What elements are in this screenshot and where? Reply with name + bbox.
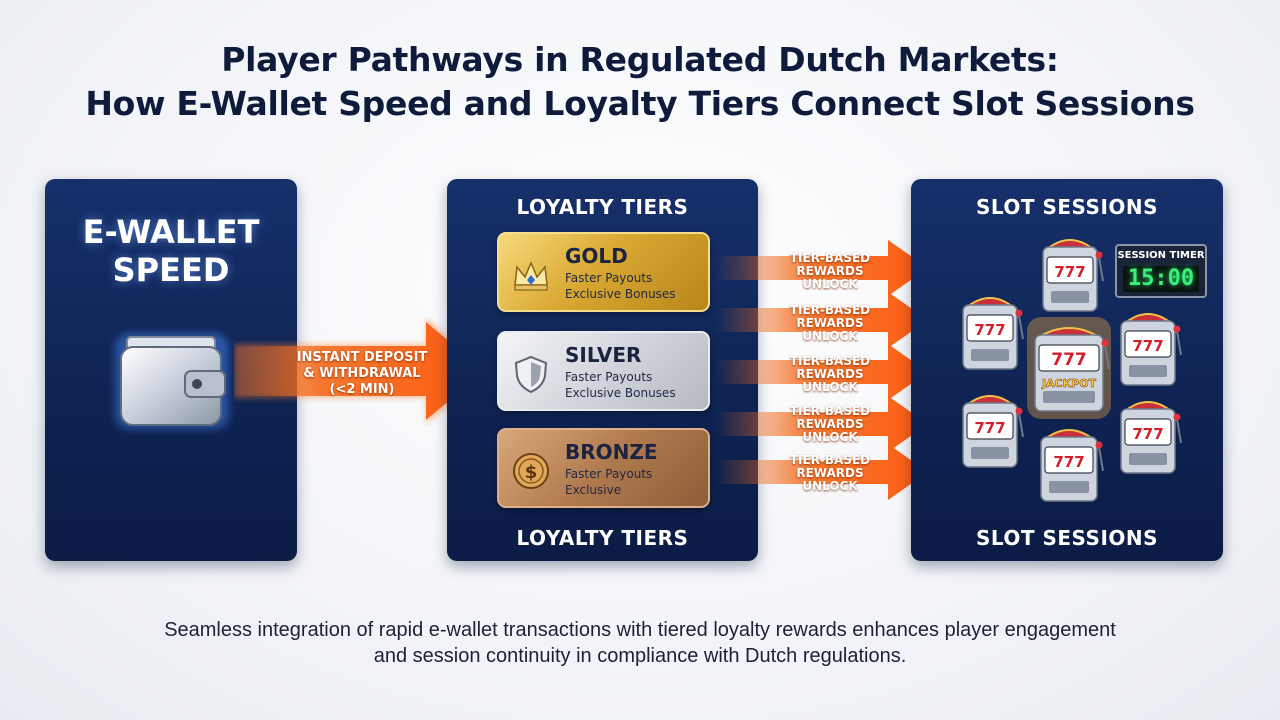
slot-machine-icon: 777 [1120,401,1182,474]
unlock-arrow [716,292,928,348]
unlock-arrow [716,444,928,500]
instant-transfer-line-2: & WITHDRAWAL [303,366,421,381]
unlock-label-line: TIER-BASED [789,404,871,418]
unlock-label-line: REWARDS [796,367,864,381]
instant-transfer-arrow [234,318,488,424]
svg-text:777: 777 [974,321,1005,339]
tier-name: BRONZE [565,440,658,464]
unlock-label-line: REWARDS [796,316,864,330]
session-timer-value: 15:00 [1123,266,1199,292]
unlock-arrow [716,344,928,400]
unlock-label-line: UNLOCK [802,277,858,291]
tier-name: SILVER [565,343,642,367]
unlock-label-line: UNLOCK [802,479,858,493]
title-line-1: Player Pathways in Regulated Dutch Marke… [221,40,1059,79]
loyalty-tiers-top-label: LOYALTY TIERS [516,195,689,219]
title-line-2: How E-Wallet Speed and Loyalty Tiers Con… [85,84,1195,123]
unlock-label-line: TIER-BASED [789,453,871,467]
unlock-arrow-label: TIER-BASED REWARDS UNLOCK [782,355,878,394]
unlock-arrow [716,240,928,296]
unlock-label-line: TIER-BASED [789,303,871,317]
tier-benefit: Faster Payouts [565,271,653,285]
unlock-label-line: UNLOCK [802,430,858,444]
tier-benefit: Faster Payouts [565,370,653,384]
slot-machine-icon: 777 [1120,313,1182,386]
instant-transfer-line-1: INSTANT DEPOSIT [296,350,428,365]
unlock-label-line: TIER-BASED [789,251,871,265]
svg-text:777: 777 [1132,425,1163,443]
crown-icon [514,261,548,291]
unlock-arrow [716,396,928,452]
caption-line-2: and session continuity in compliance wit… [373,645,907,667]
unlock-label-line: UNLOCK [802,329,858,343]
tier-benefit: Faster Payouts [565,467,653,481]
unlock-arrows [716,240,928,500]
svg-text:777: 777 [1054,263,1085,281]
loyalty-tiers-bottom-label: LOYALTY TIERS [516,526,689,550]
page-title: Player Pathways in Regulated Dutch Marke… [0,38,1280,126]
svg-text:777: 777 [1053,453,1084,471]
slot-machine-icon: 777 [1040,429,1104,502]
svg-text:777: 777 [1132,337,1163,355]
tier-benefit: Exclusive Bonuses [565,287,676,301]
unlock-arrow-label: TIER-BASED REWARDS UNLOCK [782,304,878,343]
tier-benefit: Exclusive [565,483,622,497]
loyalty-tiers-panel: LOYALTY TIERS GOLD Faster Payouts Exclus… [447,179,758,561]
slot-sessions-bottom-label: SLOT SESSIONS [975,526,1159,550]
svg-text:777: 777 [974,419,1005,437]
tier-card-gold: GOLD Faster Payouts Exclusive Bonuses [497,232,710,312]
caption: Seamless integration of rapid e-wallet t… [0,617,1280,669]
ewallet-title-line-1: E-WALLET [82,213,260,251]
session-timer: SESSION TIMER 15:00 [1115,244,1207,298]
svg-text:777: 777 [1051,350,1087,370]
unlock-arrow-label: TIER-BASED REWARDS UNLOCK [782,454,878,493]
unlock-label-line: TIER-BASED [789,354,871,368]
slot-machine-icon: 777 [962,297,1024,370]
slot-sessions-top-label: SLOT SESSIONS [975,195,1159,219]
unlock-label-line: REWARDS [796,466,864,480]
shield-icon [514,355,548,394]
unlock-arrow-label: TIER-BASED REWARDS UNLOCK [782,405,878,444]
ewallet-title: E-WALLET SPEED [45,213,297,289]
svg-text:JACKPOT: JACKPOT [1041,377,1097,390]
caption-line-1: Seamless integration of rapid e-wallet t… [164,619,1116,641]
session-timer-label: SESSION TIMER [1117,250,1205,261]
tier-card-bronze: $ BRONZE Faster Payouts Exclusive [497,428,710,508]
slot-machine-icon: 777 [962,395,1024,468]
tier-name: GOLD [565,244,628,268]
wallet-icon [115,333,229,429]
ewallet-title-line-2: SPEED [112,251,230,289]
unlock-label-line: REWARDS [796,417,864,431]
unlock-label-line: UNLOCK [802,380,858,394]
unlock-label-line: REWARDS [796,264,864,278]
instant-transfer-label: INSTANT DEPOSIT & WITHDRAWAL (<2 MIN) [296,350,428,398]
instant-transfer-line-3: (<2 MIN) [329,382,395,397]
svg-text:$: $ [525,462,538,483]
unlock-arrow-label: TIER-BASED REWARDS UNLOCK [782,252,878,291]
slot-machine-icon: 777 [1042,239,1104,312]
tier-benefit: Exclusive Bonuses [565,386,676,400]
tier-card-silver: SILVER Faster Payouts Exclusive Bonuses [497,331,710,411]
dollar-coin-icon: $ [513,453,549,489]
